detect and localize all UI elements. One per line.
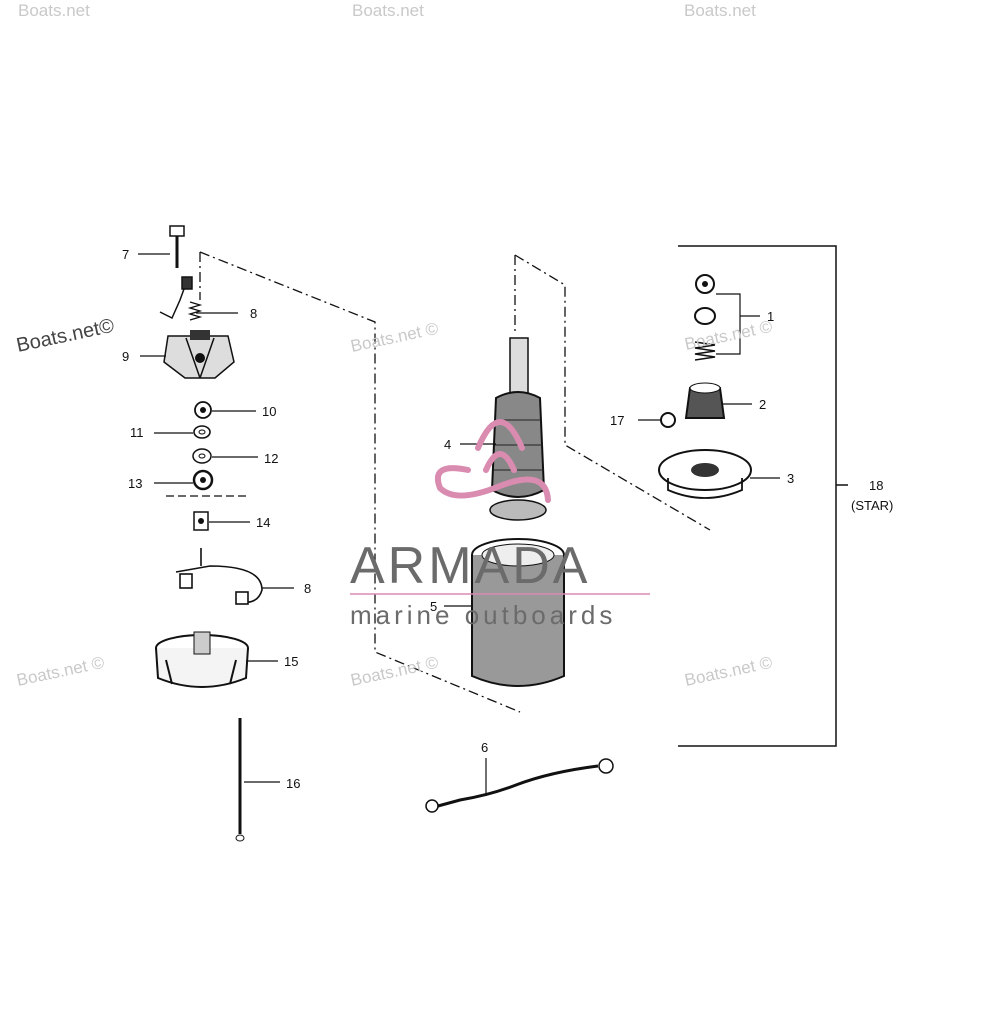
part-nut	[194, 401, 212, 419]
part-brush-spring	[175, 548, 263, 605]
armada-logo: ARMADA marine outboards	[350, 419, 650, 630]
part-field-frame	[471, 538, 565, 687]
callout-16: 16	[286, 776, 300, 791]
callout-4: 4	[444, 437, 451, 452]
callout-12: 12	[264, 451, 278, 466]
part-washer	[193, 425, 211, 439]
starter-assembly-bracket	[678, 245, 848, 747]
watermark-top-right: Boats.net	[684, 1, 756, 20]
part-nut-collar-spring	[694, 274, 716, 361]
watermark-left-main: Boats.net©	[14, 315, 116, 357]
part-brush-holder	[163, 330, 235, 379]
watermark-low-center: Boats.net ©	[349, 653, 441, 690]
brand-name: ARMADA	[350, 537, 590, 595]
callout-18-star: (STAR)	[851, 498, 893, 513]
callout-2: 2	[759, 397, 766, 412]
callout-13: 13	[128, 476, 142, 491]
callout-1: 1	[767, 309, 774, 324]
callout-11: 11	[130, 425, 144, 440]
part-through-bolt	[235, 718, 245, 842]
callout-leader-lines	[138, 253, 780, 796]
watermark-mid-right: Boats.net ©	[683, 317, 775, 354]
part-spring-small	[187, 301, 203, 321]
watermark-low-right: Boats.net ©	[683, 653, 775, 690]
part-insulator	[192, 469, 214, 491]
part-end-plate	[658, 449, 752, 499]
watermark-mid-center: Boats.net ©	[349, 319, 441, 356]
callout-9: 9	[122, 349, 129, 364]
watermark-top-left: Boats.net	[18, 1, 90, 20]
part-terminal	[193, 511, 209, 531]
callout-6: 6	[481, 740, 488, 755]
part-flat-washer	[192, 448, 212, 464]
callout-7: 7	[122, 247, 129, 262]
part-small-nut	[660, 412, 676, 428]
callout-14: 14	[256, 515, 270, 530]
part-drive-pinion	[684, 382, 726, 419]
part-battery-cable	[425, 758, 614, 813]
assembly-outline-lines	[199, 251, 711, 713]
callout-5: 5	[430, 599, 437, 614]
callout-18: 18	[869, 478, 883, 493]
brand-tagline: marine outboards	[350, 600, 616, 630]
armada-logo-mark	[435, 419, 551, 503]
part-end-cap	[155, 631, 249, 688]
part-armature	[489, 337, 547, 521]
callout-3: 3	[787, 471, 794, 486]
part-terminal-wire	[159, 276, 193, 320]
watermark-top-center: Boats.net	[352, 1, 424, 20]
callout-15: 15	[284, 654, 298, 669]
callout-17: 17	[610, 413, 624, 428]
callout-8-bottom: 8	[304, 581, 311, 596]
callout-8-top: 8	[250, 306, 257, 321]
watermark-low-left: Boats.net ©	[15, 653, 107, 690]
part-bolt	[169, 225, 185, 268]
callout-10: 10	[262, 404, 276, 419]
